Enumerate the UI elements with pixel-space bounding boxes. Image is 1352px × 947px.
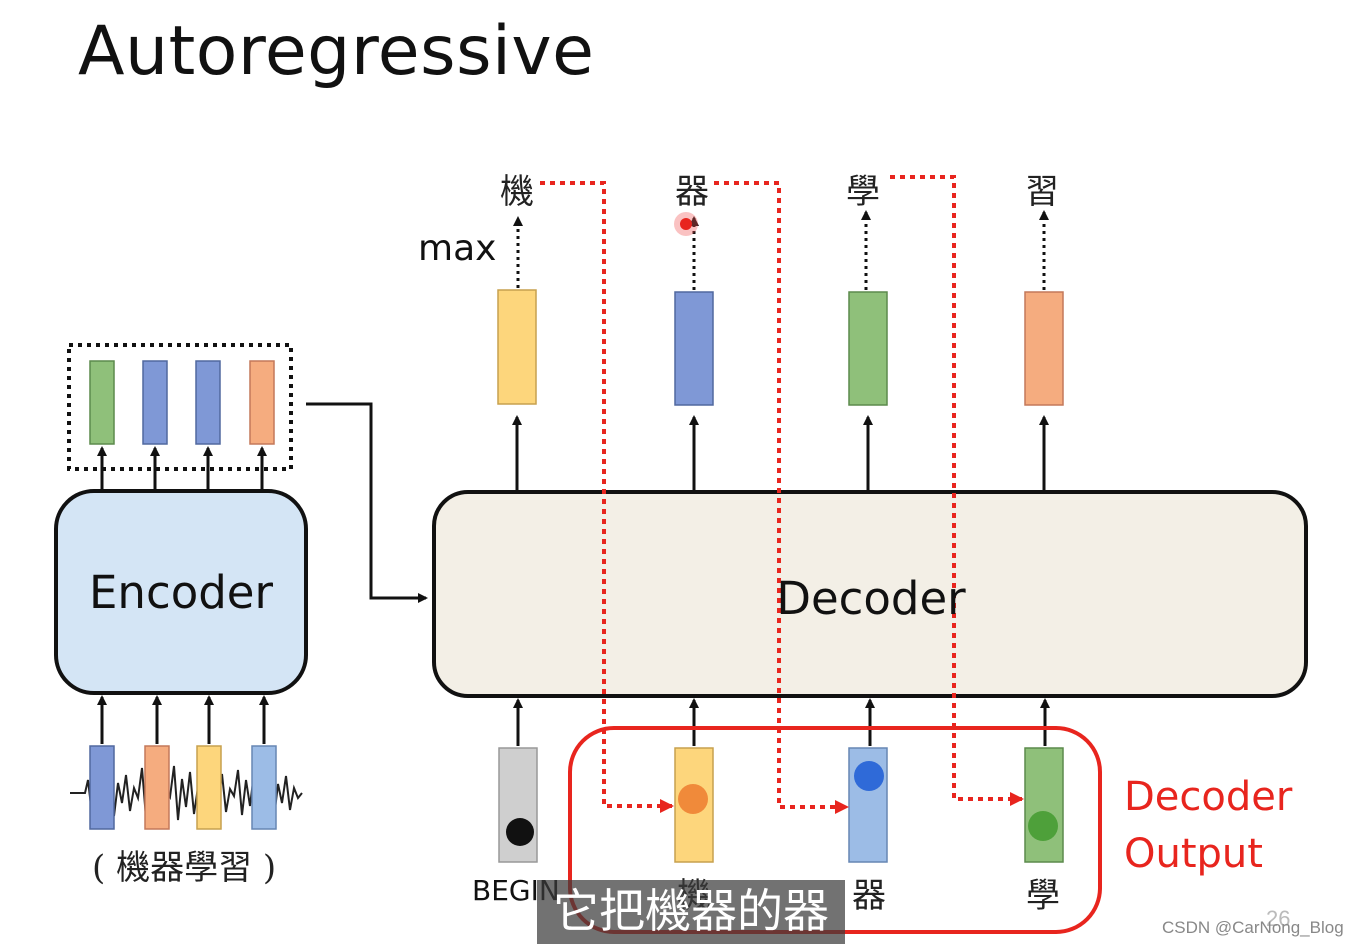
max-label: max <box>418 228 497 269</box>
decoder-output-label-line1: Decoder <box>1124 774 1293 820</box>
subtitle-caption: 它把機器的器 <box>537 880 845 944</box>
enc-out-vector-2 <box>142 360 168 445</box>
enc-out-vector-4 <box>249 360 275 445</box>
output-token-4: 習 <box>1025 172 1059 212</box>
decoder-output-label-line2: Output <box>1124 831 1263 877</box>
encoder-to-decoder-arrow <box>306 402 428 603</box>
decoder-block <box>432 490 1308 698</box>
dec-out-vector-2 <box>674 291 714 406</box>
feedback-path-3 <box>890 175 1024 806</box>
watermark: CSDN @CarNong_Blog <box>1162 918 1344 937</box>
enc-in-vector-2 <box>144 745 170 830</box>
dec-out-vector-3 <box>848 291 888 406</box>
output-token-3: 學 <box>846 172 880 212</box>
decoder-label: Decoder <box>776 572 966 625</box>
feedback-path-1 <box>540 181 674 813</box>
input-token-2: 器 <box>852 876 886 916</box>
enc-out-vector-3 <box>195 360 221 445</box>
input-token-3: 學 <box>1026 876 1060 916</box>
slide-title: Autoregressive <box>78 12 595 91</box>
encoder-label: Encoder <box>89 566 273 619</box>
encoder-output-box <box>67 343 293 471</box>
encoder-input-text: ( 機器學習 ) <box>92 848 277 888</box>
feedback-path-2 <box>714 181 849 814</box>
enc-in-vector-1 <box>89 745 115 830</box>
dec-out-vector-4 <box>1024 291 1064 406</box>
output-token-1: 機 <box>500 172 534 212</box>
enc-in-vector-3 <box>196 745 222 830</box>
dec-out-vector-1 <box>497 289 537 405</box>
output-token-2: 器 <box>675 172 709 212</box>
enc-in-vector-4 <box>251 745 277 830</box>
dec-in-vector-3 <box>1024 747 1064 863</box>
page-number: 26 <box>1266 906 1291 931</box>
enc-out-vector-1 <box>89 360 115 445</box>
encoder-block <box>54 489 308 695</box>
